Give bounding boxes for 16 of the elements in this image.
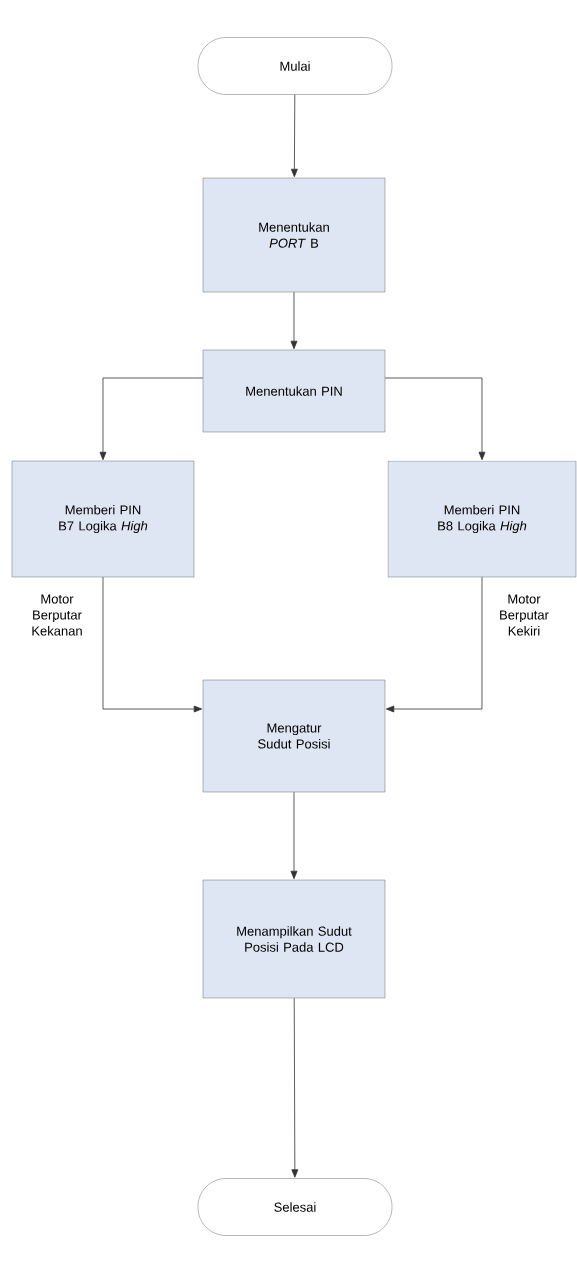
- arrow: [291, 997, 299, 1178]
- process-box: Menampilkan Sudut Posisi Pada LCD: [202, 879, 386, 999]
- process-box: Memberi PIN B7 Logika High: [11, 460, 195, 578]
- edge-label: Motor Berputar Kekiri: [487, 593, 561, 637]
- process-box: Menentukan PORT B: [202, 177, 386, 293]
- arrow: [102, 576, 203, 713]
- edge-label: Motor Berputar Kekanan: [20, 593, 94, 637]
- arrow: [290, 791, 298, 880]
- arrow: [385, 576, 483, 713]
- arrow: [384, 377, 486, 461]
- arrow: [290, 291, 298, 350]
- process-box: Memberi PIN B8 Logika High: [387, 460, 577, 578]
- process-box: Menentukan PIN: [202, 349, 386, 433]
- process-box: Mengatur Sudut Posisi: [202, 679, 386, 793]
- arrow: [290, 94, 298, 178]
- arrow: [99, 377, 204, 461]
